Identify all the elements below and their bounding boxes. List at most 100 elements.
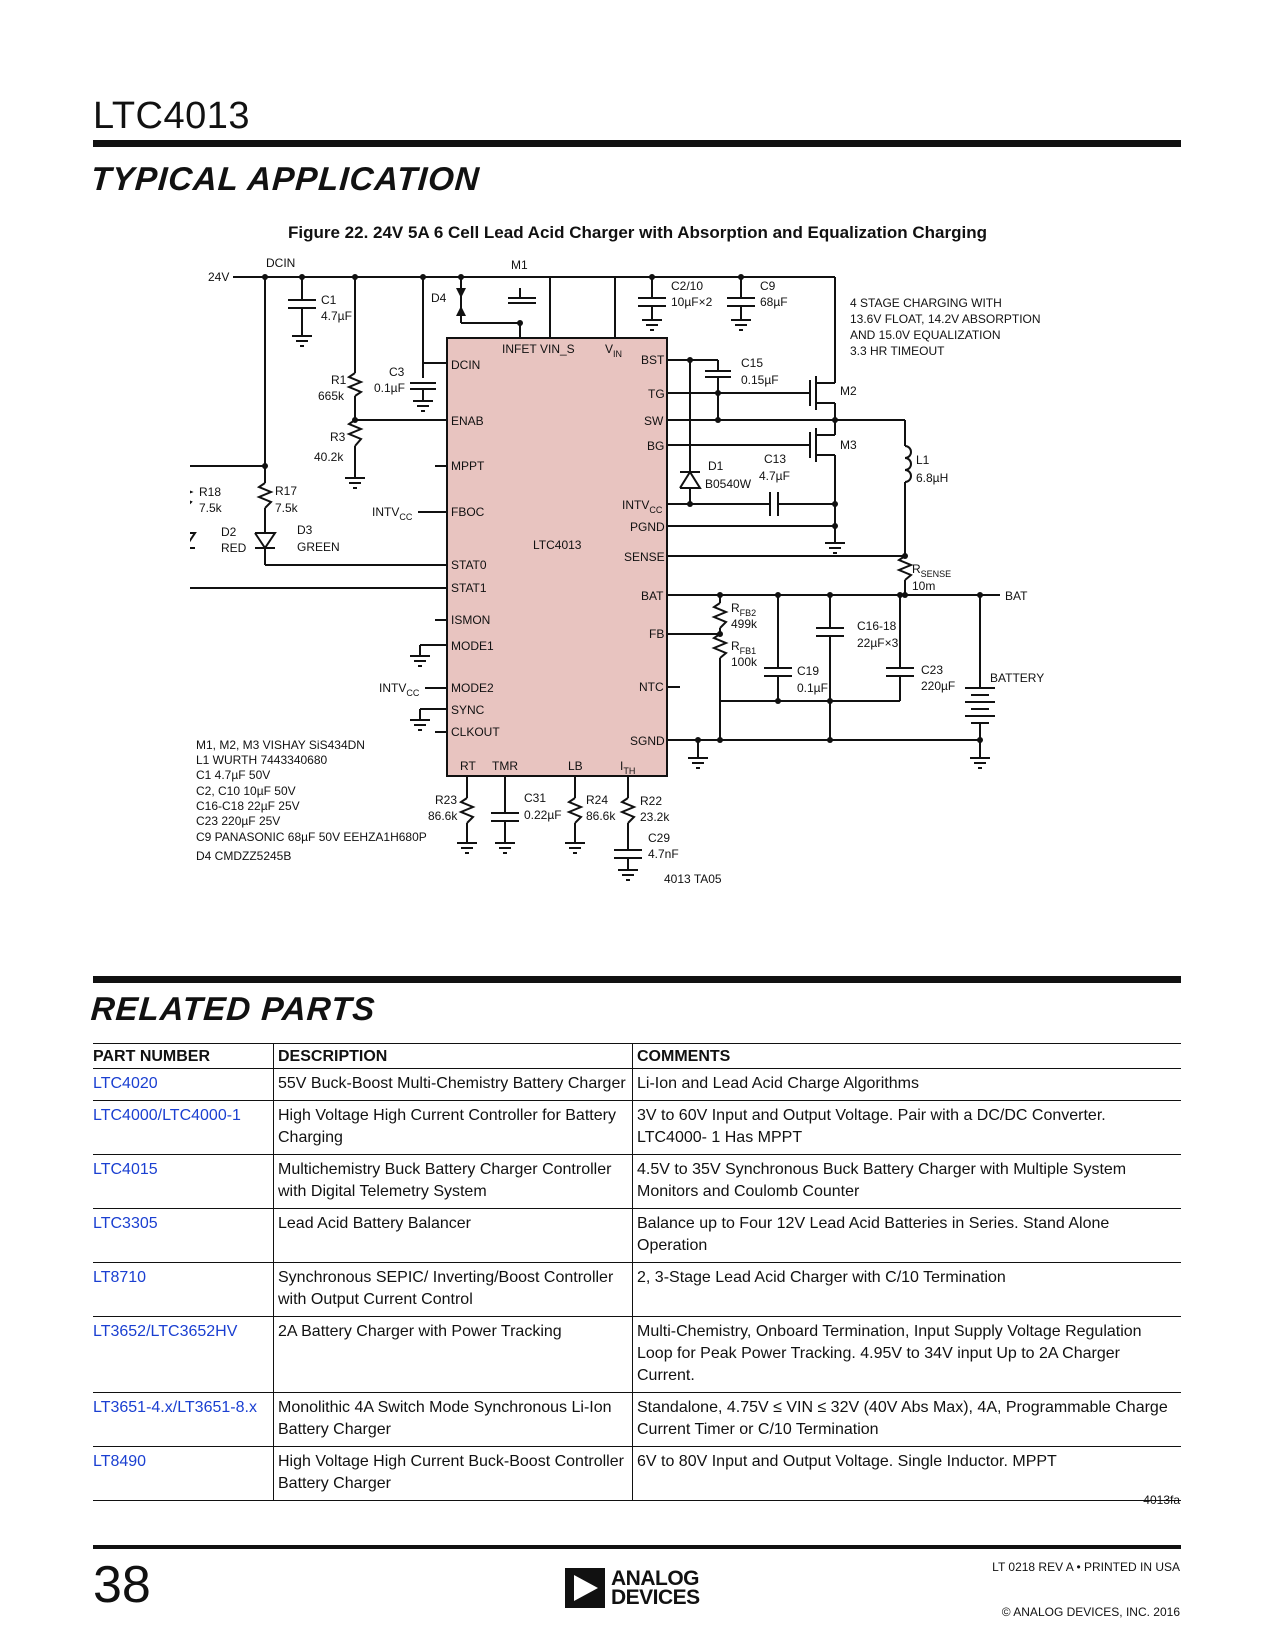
label-rfb1-val: 100k: [731, 655, 758, 669]
label-rfb2-sub: FB2: [740, 608, 757, 618]
table-row: LT8710 Synchronous SEPIC/ Inverting/Boos…: [93, 1262, 1181, 1317]
label-c29: C29: [648, 831, 670, 845]
label-c9: C9: [760, 279, 776, 293]
bom-line-5: C16-C18 22µF 25V: [196, 799, 300, 813]
note-line-1: 4 STAGE CHARGING WITH: [850, 296, 1002, 310]
label-24v: 24V: [208, 270, 229, 284]
label-r24: R24: [586, 793, 608, 807]
label-r1-val: 665k: [318, 389, 345, 403]
svg-text:ITH: ITH: [620, 759, 635, 776]
ic-body: [446, 337, 668, 777]
analog-devices-logo: ANALOG DEVICES: [565, 1568, 700, 1608]
pin-vin: V: [605, 342, 613, 356]
part-description: 55V Buck-Boost Multi-Chemistry Battery C…: [273, 1068, 633, 1101]
part-comments: Multi-Chemistry, Onboard Termination, In…: [632, 1316, 1181, 1393]
label-r3: R3: [330, 430, 346, 444]
part-number-link[interactable]: LT8490: [93, 1446, 274, 1501]
bom-line-1: M1, M2, M3 VISHAY SiS434DN: [196, 738, 365, 752]
label-r24-val: 86.6k: [586, 809, 616, 823]
part-description: Lead Acid Battery Balancer: [273, 1208, 633, 1263]
part-number-link[interactable]: LT3652/LTC3652HV: [93, 1316, 274, 1393]
label-d3-val: GREEN: [297, 540, 340, 554]
pin-sync: SYNC: [451, 703, 485, 717]
part-comments: 6V to 80V Input and Output Voltage. Sing…: [632, 1446, 1181, 1501]
part-description: Monolithic 4A Switch Mode Synchronous Li…: [273, 1392, 633, 1447]
part-comments: Li-Ion and Lead Acid Charge Algorithms: [632, 1068, 1181, 1101]
label-m1: M1: [511, 258, 528, 272]
related-parts-table: PART NUMBER DESCRIPTION COMMENTS LTC4020…: [93, 1043, 1181, 1501]
part-number-link[interactable]: LT8710: [93, 1262, 274, 1317]
related-parts-heading: RELATED PARTS: [89, 990, 377, 1027]
ic-name: LTC4013: [533, 538, 582, 552]
label-r23: R23: [435, 793, 457, 807]
part-number-link[interactable]: LTC4000/LTC4000-1: [93, 1100, 274, 1155]
pin-intvcc-sub: CC: [649, 505, 662, 515]
part-number-link[interactable]: LTC4020: [93, 1068, 274, 1101]
label-intvcc-mode2-sub: CC: [406, 688, 419, 698]
document-code: 4013fa: [1143, 1493, 1180, 1507]
label-d2: D2: [221, 525, 237, 539]
label-c15-val: 0.15µF: [741, 373, 779, 387]
part-description: Synchronous SEPIC/ Inverting/Boost Contr…: [273, 1262, 633, 1317]
table-row: LT8490 High Voltage High Current Buck-Bo…: [93, 1446, 1181, 1501]
label-c16-val: 22µF×3: [857, 636, 899, 650]
drawing-code: 4013 TA05: [664, 872, 722, 886]
svg-text:INTVCC: INTVCC: [622, 498, 663, 515]
bom-line-4: C2, C10 10µF 50V: [196, 784, 296, 798]
bom-line-3: C1 4.7µF 50V: [196, 768, 270, 782]
table-row: LT3652/LTC3652HV 2A Battery Charger with…: [93, 1316, 1181, 1393]
label-d2-val: RED: [221, 541, 247, 555]
part-number-link[interactable]: LT3651-4.x/LT3651-8.x: [93, 1392, 274, 1447]
pin-dcin: DCIN: [451, 358, 480, 372]
part-comments: Standalone, 4.75V ≤ VIN ≤ 32V (40V Abs M…: [632, 1392, 1181, 1447]
label-c31: C31: [524, 791, 546, 805]
table-row: LTC4000/LTC4000-1 High Voltage High Curr…: [93, 1100, 1181, 1155]
label-c23-val: 220µF: [921, 679, 955, 693]
label-rfb1-sub: FB1: [740, 646, 757, 656]
label-d3: D3: [297, 523, 313, 537]
pin-ith-sub: TH: [623, 766, 635, 776]
label-l1: L1: [916, 453, 930, 467]
label-m3: M3: [840, 438, 857, 452]
label-rfb1: R: [731, 639, 740, 653]
label-intvcc-mode2: INTV: [379, 681, 406, 695]
label-rsense-val: 10m: [912, 579, 935, 593]
pin-stat0: STAT0: [451, 558, 487, 572]
document-title: LTC4013: [93, 95, 251, 137]
label-m2: M2: [840, 384, 857, 398]
part-comments: Balance up to Four 12V Lead Acid Batteri…: [632, 1208, 1181, 1263]
pin-clkout: CLKOUT: [451, 725, 500, 739]
label-r17: R17: [275, 484, 297, 498]
pin-ismon: ISMON: [451, 613, 490, 627]
label-c19: C19: [797, 664, 819, 678]
note-line-3: AND 15.0V EQUALIZATION: [850, 328, 1001, 342]
pin-ntc: NTC: [639, 680, 664, 694]
label-rfb2-val: 499k: [731, 617, 758, 631]
label-c31-val: 0.22µF: [524, 808, 562, 822]
footer-rule: [93, 1545, 1181, 1549]
label-r18: R18: [199, 485, 221, 499]
pin-fb: FB: [649, 627, 664, 641]
label-r18-val: 7.5k: [199, 501, 223, 515]
svg-text:RFB1: RFB1: [731, 639, 756, 656]
part-number-link[interactable]: LTC3305: [93, 1208, 274, 1263]
label-c1: C1: [321, 293, 337, 307]
table-row: LTC4015 Multichemistry Buck Battery Char…: [93, 1154, 1181, 1209]
label-r23-val: 86.6k: [428, 809, 458, 823]
pin-tmr: TMR: [492, 759, 518, 773]
header-rule: [93, 140, 1181, 147]
label-c15: C15: [741, 356, 763, 370]
page-number: 38: [93, 1556, 151, 1614]
label-c29-val: 4.7nF: [648, 847, 679, 861]
label-r22: R22: [640, 794, 662, 808]
bom-line-2: L1 WURTH 7443340680: [196, 753, 328, 767]
label-c9-val: 68µF: [760, 295, 788, 309]
label-c2-val: 10µF×2: [671, 295, 713, 309]
svg-text:INTVCC: INTVCC: [379, 681, 420, 698]
pin-bst: BST: [641, 353, 665, 367]
part-number-link[interactable]: LTC4015: [93, 1154, 274, 1209]
column-header-part-number: PART NUMBER: [93, 1043, 274, 1069]
svg-text:INTVCC: INTVCC: [372, 505, 413, 522]
label-r22-val: 23.2k: [640, 810, 670, 824]
revision-note: LT 0218 REV A • PRINTED IN USA: [992, 1560, 1180, 1574]
